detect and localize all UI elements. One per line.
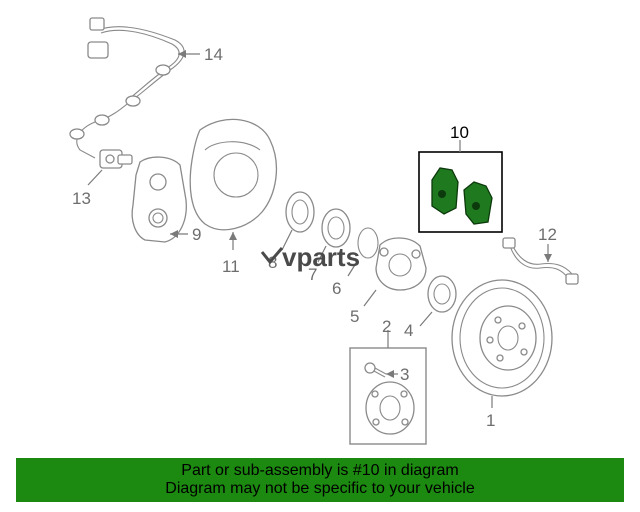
bearing-race [427,275,457,313]
brake-hose [502,237,579,285]
vparts-watermark: vparts [260,242,360,272]
brake-pad-inner[interactable] [431,167,459,215]
brake-pad-set[interactable] [431,167,493,225]
parts-diagram: 14 13 9 11 8 7 6 [69,17,579,445]
hub-bolt [364,362,387,378]
arrow-9 [170,230,178,238]
callout-13: 13 [72,189,91,208]
hub-assembly-box [349,347,427,445]
callout-3: 3 [400,365,409,384]
steering-knuckle [375,237,427,291]
pad-rivet-2 [472,202,480,210]
callout-1: 1 [486,411,495,430]
oil-seal [285,191,315,233]
callout-2: 2 [382,317,391,336]
callout-7: 7 [308,265,317,284]
callout-10: 10 [450,123,469,142]
watermark-check-icon [260,247,284,265]
dust-shield [189,118,278,231]
callout-4: 4 [404,321,413,340]
arrow-3 [386,370,394,378]
leader-13 [87,169,103,186]
leader-5 [363,289,377,307]
callout-6: 6 [332,279,341,298]
leader-6 [347,259,359,277]
callout-5: 5 [350,307,359,326]
callout-8: 8 [268,253,277,272]
banner-line-1: Part or sub-assembly is #10 in diagram [181,462,459,479]
callout-12: 12 [538,225,557,244]
wheel-bearing [321,208,351,248]
leader-8 [281,229,293,251]
caliper-mounting-bracket [131,156,187,243]
arrow-11 [229,232,237,240]
callout-11: 11 [222,257,240,276]
abs-wire-harness [69,17,185,159]
abs-speed-sensor [99,149,133,169]
brake-rotor [451,279,553,397]
arrow-12 [544,254,552,262]
pad-rivet-1 [438,190,446,198]
banner-line-2: Diagram may not be specific to your vehi… [165,480,475,497]
watermark-text: vparts [282,242,360,272]
leader-7 [317,245,327,263]
snap-ring [357,227,379,259]
callout-14: 14 [204,45,223,64]
leader-4 [419,311,433,327]
info-banner: Part or sub-assembly is #10 in diagram D… [16,458,624,502]
callout-9: 9 [192,225,201,244]
arrow-14 [178,50,186,58]
